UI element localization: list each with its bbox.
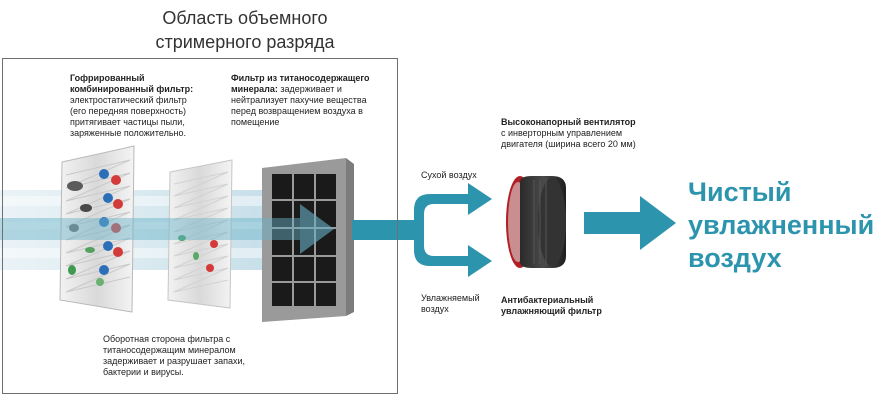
titanium-pleated-filter [167,159,233,309]
filter1-caption: Гофрированный комбинированный фильтр: эл… [70,73,204,139]
split-arrows [352,183,492,277]
title-line-1: Область объемного [162,8,328,28]
streamer-zone-frame [2,58,398,394]
filter1-caption-title: Гофрированный комбинированный фильтр: [70,73,194,94]
humid-filter-caption: Антибактериальный увлажняющий фильтр [501,295,602,316]
clean-air-label: Чистый увлажненный воздух [688,176,874,275]
back-side-caption: Оборотная сторона фильтра с титаносодерж… [103,334,246,377]
clean-air-line-2: увлажненный [688,210,875,240]
filter2-caption-text: задерживает и нейтрализует пахучие вещес… [231,84,367,127]
fan [506,176,566,268]
fan-caption-text: с инверторным управлением двигателя (шир… [501,128,636,149]
flow-arrow-main [0,204,334,254]
dry-air-label: Сухой воздух [421,170,477,180]
air-stream [0,190,290,270]
output-arrow [584,196,676,250]
title-line-2: стримерного разряда [155,32,335,52]
fan-caption-title: Высоконапорный вентилятор [501,117,636,127]
filter1-caption-text: электростатический фильтр (его передняя … [70,95,187,138]
clean-air-line-3: воздух [688,243,782,273]
humid-air-label: Увлажняемый воздух [421,293,480,314]
filter2-caption: Фильтр из титаносодержащего минерала: за… [231,73,391,128]
pleated-filter [59,145,135,313]
streamer-zone-title: Область объемного стримерного разряда [120,6,370,54]
clean-air-line-1: Чистый [688,177,792,207]
fan-caption: Высоконапорный вентилятор с инверторным … [501,117,641,150]
filter2-caption-title: Фильтр из титаносодержащего минерала: [231,73,370,94]
